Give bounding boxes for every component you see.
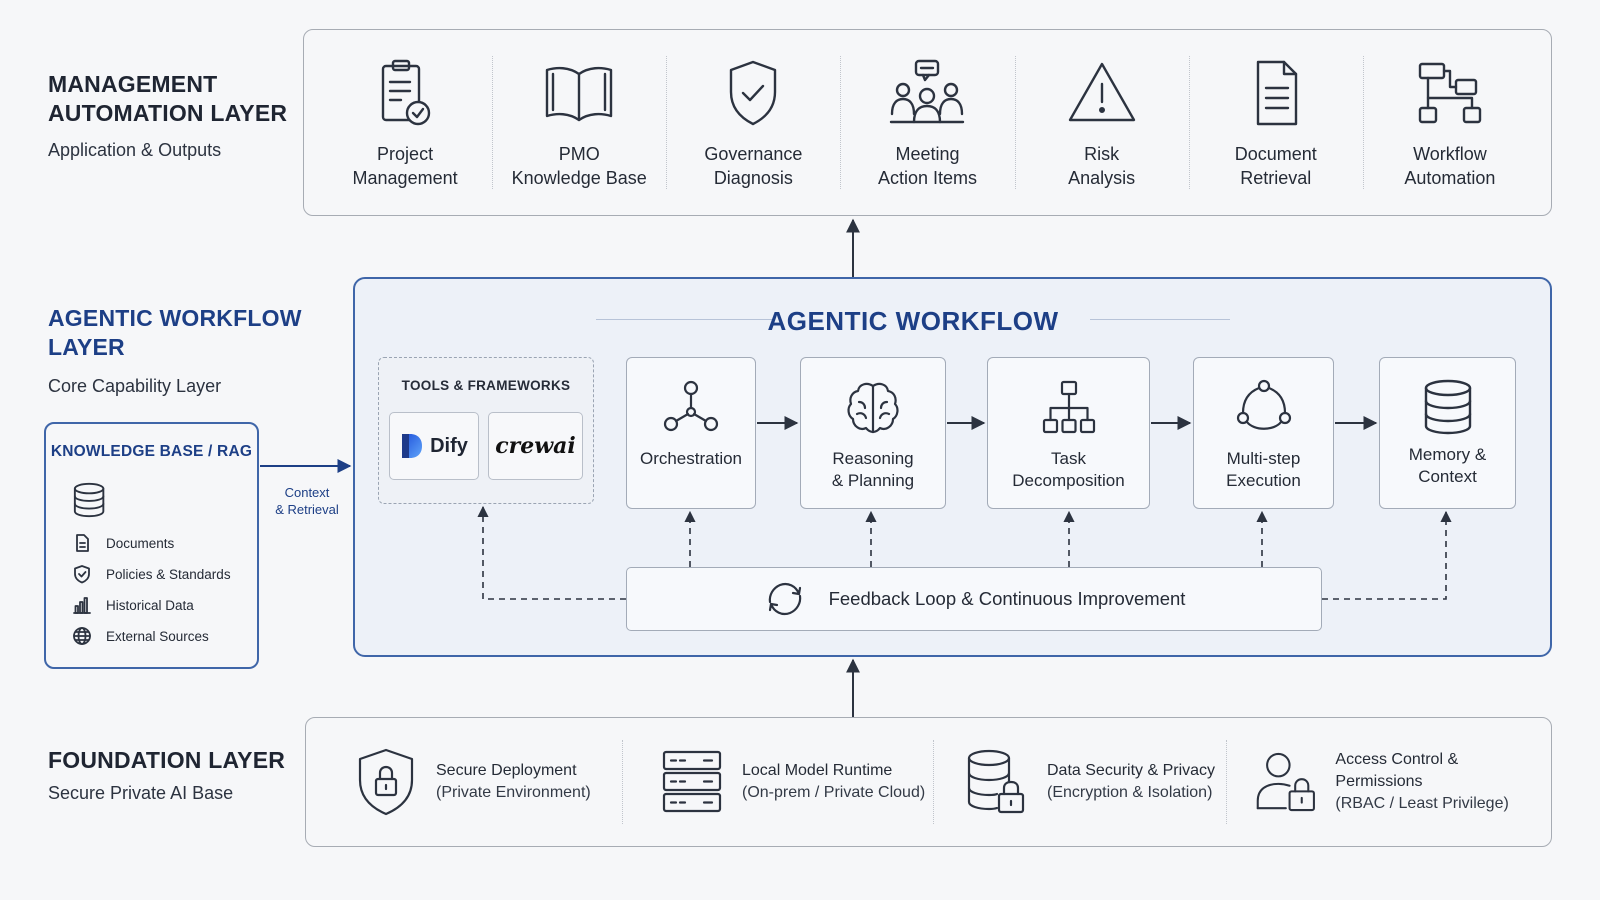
found-text: Data Security & Privacy (Encryption & Is… xyxy=(1047,760,1215,804)
step-multi-step-execution: Multi-step Execution xyxy=(1193,357,1334,509)
mgmt-label: Document Retrieval xyxy=(1234,144,1317,188)
foundation-layer-subtitle: Secure Private AI Base xyxy=(48,783,234,803)
found-item-access-control: Access Control & Permissions (RBAC / Lea… xyxy=(1226,718,1536,846)
globe-icon xyxy=(73,627,91,645)
kb-item-label: External Sources xyxy=(106,628,209,644)
step-label: Orchestration xyxy=(639,449,743,468)
step-reasoning-planning: Reasoning & Planning xyxy=(800,357,946,509)
agentic-layer-heading: AGENTIC WORKFLOW LAYER Core Capability L… xyxy=(48,304,302,397)
mgmt-label: Meeting Action Items xyxy=(877,144,978,188)
mgmt-label: Project Management xyxy=(352,144,458,188)
found-item-local-model-runtime: Local Model Runtime (On-prem / Private C… xyxy=(622,718,933,846)
knowledge-base-title: KNOWLEDGE BASE / RAG xyxy=(50,443,253,460)
hierarchy-icon xyxy=(1042,380,1095,434)
step-orchestration: Orchestration xyxy=(626,357,756,509)
kb-item-label: Historical Data xyxy=(106,597,194,613)
management-box: Project Management PMO Knowledge Base Go… xyxy=(303,29,1552,216)
document-icon xyxy=(76,534,89,552)
found-sub: (Private Environment) xyxy=(436,784,591,801)
server-icon xyxy=(662,750,722,813)
refresh-icon xyxy=(768,582,801,616)
mgmt-label: Risk Analysis xyxy=(1068,144,1136,188)
tools-frameworks-title: TOOLS & FRAMEWORKS xyxy=(401,378,571,393)
title-rule-right xyxy=(1090,319,1230,320)
shield-check-icon xyxy=(74,565,90,584)
cycle-nodes-icon xyxy=(1236,379,1291,430)
bar-chart-icon xyxy=(73,597,91,614)
agentic-workflow-title: AGENTIC WORKFLOW xyxy=(767,306,1059,336)
meeting-group-icon xyxy=(890,59,965,124)
step-label: Task Decomposition xyxy=(1012,449,1125,490)
kb-item-label: Policies & Standards xyxy=(106,566,231,582)
foundation-layer-title: FOUNDATION LAYER xyxy=(48,747,286,773)
agentic-layer-title-2: LAYER xyxy=(48,334,125,360)
found-sub: (On-prem / Private Cloud) xyxy=(742,784,926,801)
warning-triangle-icon xyxy=(1068,62,1135,122)
workflow-nodes-icon xyxy=(1418,62,1482,124)
open-book-icon xyxy=(546,66,613,122)
dify-logo-icon xyxy=(402,434,423,458)
shield-lock-icon xyxy=(358,748,414,816)
mgmt-item-workflow-automation: Workflow Automation xyxy=(1362,52,1537,193)
kb-item-historical-data: Historical Data xyxy=(72,595,194,615)
database-lock-icon xyxy=(967,749,1025,814)
found-label: Data Security & Privacy xyxy=(1047,762,1216,779)
database-icon xyxy=(73,482,105,518)
user-lock-icon xyxy=(1256,752,1315,812)
foundation-layer-heading: FOUNDATION LAYER Secure Private AI Base xyxy=(48,746,285,804)
kb-item-documents: Documents xyxy=(72,533,174,553)
mgmt-label: Governance Diagnosis xyxy=(704,144,803,188)
step-label: Memory & Context xyxy=(1408,445,1487,486)
database-icon xyxy=(1424,379,1471,435)
management-layer-title-1: MANAGEMENT xyxy=(48,71,218,97)
step-label: Multi-step Execution xyxy=(1226,449,1301,490)
feedback-loop-label: Feedback Loop & Continuous Improvement xyxy=(828,588,1186,609)
found-sub: (RBAC / Least Privilege) xyxy=(1335,795,1509,812)
feedback-loop-box: Feedback Loop & Continuous Improvement xyxy=(626,567,1322,631)
mgmt-item-pmo-knowledge-base: PMO Knowledge Base xyxy=(492,52,666,193)
found-text: Secure Deployment (Private Environment) xyxy=(436,760,591,804)
found-label: Access Control & Permissions xyxy=(1335,751,1459,790)
kb-item-label: Documents xyxy=(106,535,175,551)
mgmt-label: Workflow Automation xyxy=(1404,144,1496,188)
found-item-secure-deployment: Secure Deployment (Private Environment) xyxy=(316,718,622,846)
agentic-layer-subtitle: Core Capability Layer xyxy=(48,376,222,396)
title-rule-left xyxy=(596,319,772,320)
document-icon xyxy=(1256,60,1297,126)
management-layer-heading: MANAGEMENT AUTOMATION LAYER Application … xyxy=(48,70,287,161)
mgmt-item-governance-diagnosis: Governance Diagnosis xyxy=(666,52,840,193)
found-label: Secure Deployment xyxy=(436,762,577,779)
kb-item-policies: Policies & Standards xyxy=(72,564,231,584)
dify-logo-card: Dify xyxy=(389,412,479,480)
found-text: Access Control & Permissions (RBAC / Lea… xyxy=(1335,749,1536,815)
found-item-data-security: Data Security & Privacy (Encryption & Is… xyxy=(933,718,1226,846)
orchestration-nodes-icon xyxy=(663,380,719,432)
management-layer-title-2: AUTOMATION LAYER xyxy=(48,100,288,126)
brain-icon xyxy=(847,382,899,434)
mgmt-item-project-management: Project Management xyxy=(318,52,492,193)
mgmt-item-document-retrieval: Document Retrieval xyxy=(1188,52,1363,193)
crewai-logo-text: crewai xyxy=(495,433,576,459)
foundation-box: Secure Deployment (Private Environment) … xyxy=(305,717,1552,847)
step-memory-context: Memory & Context xyxy=(1379,357,1516,509)
dify-logo-text: Dify xyxy=(430,434,468,457)
mgmt-label: PMO Knowledge Base xyxy=(511,144,647,188)
mgmt-item-meeting-action-items: Meeting Action Items xyxy=(840,52,1014,193)
shield-check-icon xyxy=(730,60,777,126)
found-label: Local Model Runtime xyxy=(742,762,893,779)
step-task-decomposition: Task Decomposition xyxy=(987,357,1150,509)
context-retrieval-label: Context & Retrieval xyxy=(275,485,339,517)
found-text: Local Model Runtime (On-prem / Private C… xyxy=(742,760,925,804)
kb-item-external-sources: External Sources xyxy=(72,626,209,646)
step-label: Reasoning & Planning xyxy=(831,449,915,490)
found-sub: (Encryption & Isolation) xyxy=(1047,784,1213,801)
management-layer-subtitle: Application & Outputs xyxy=(48,140,222,160)
crewai-logo-card: crewai xyxy=(488,412,583,480)
clipboard-check-icon xyxy=(381,59,431,126)
agentic-layer-title-1: AGENTIC WORKFLOW xyxy=(48,305,302,331)
mgmt-item-risk-analysis: Risk Analysis xyxy=(1014,52,1189,193)
